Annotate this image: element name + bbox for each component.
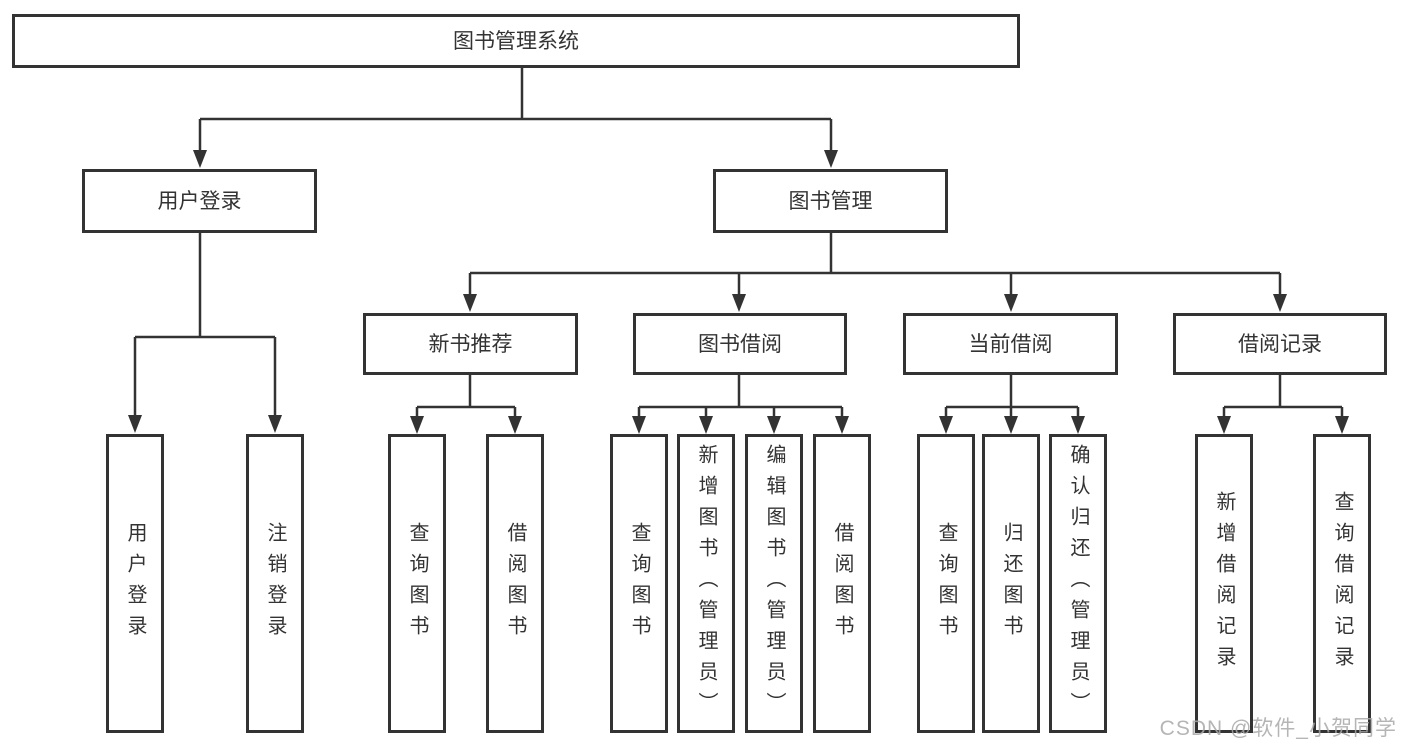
node-label: 查询图书: [935, 521, 957, 646]
node-label: 查询图书: [628, 521, 650, 646]
arrowhead: [1217, 416, 1231, 434]
node-label: 借阅图书: [504, 521, 526, 646]
node-label: 确认归还（管理员）: [1067, 444, 1089, 723]
node-label: 注销登录: [264, 521, 286, 646]
node-book-borrowing: 图书借阅: [633, 313, 847, 375]
node-leaf-query-books-1: 查询图书: [388, 434, 446, 733]
arrowhead: [767, 416, 781, 434]
arrowhead: [268, 415, 282, 433]
node-leaf-user-login: 用户登录: [106, 434, 164, 733]
node-current-borrowing: 当前借阅: [903, 313, 1118, 375]
node-label: 借阅图书: [831, 521, 853, 646]
node-label: 用户登录: [124, 521, 146, 646]
connector-new-book-recommend-to-leaves: [410, 375, 522, 434]
node-leaf-edit-books-admin: 编辑图书（管理员）: [745, 434, 803, 733]
connector-root-to-level2: [193, 68, 838, 168]
node-book-management-group: 图书管理: [713, 169, 948, 233]
arrowhead: [699, 416, 713, 434]
node-label: 查询图书: [406, 521, 428, 646]
connector-book-management-to-level3: [463, 233, 1287, 312]
node-leaf-add-borrow-record: 新增借阅记录: [1195, 434, 1253, 733]
arrowhead: [824, 150, 838, 168]
node-label: 图书管理: [788, 189, 873, 213]
arrowhead: [1071, 416, 1085, 434]
node-leaf-query-borrow-record: 查询借阅记录: [1313, 434, 1371, 733]
node-label: 图书借阅: [698, 332, 782, 356]
node-borrowing-records: 借阅记录: [1173, 313, 1387, 375]
arrowhead: [410, 416, 424, 434]
node-leaf-confirm-return-admin: 确认归还（管理员）: [1049, 434, 1107, 733]
node-leaf-query-books-2: 查询图书: [610, 434, 668, 733]
node-leaf-borrow-books-1: 借阅图书: [486, 434, 544, 733]
arrowhead: [463, 294, 477, 312]
node-leaf-return-books: 归还图书: [982, 434, 1040, 733]
node-label: 新增图书（管理员）: [695, 444, 717, 723]
node-label: 借阅记录: [1238, 332, 1322, 356]
node-label: 编辑图书（管理员）: [763, 444, 785, 723]
node-user-login-group: 用户登录: [82, 169, 317, 233]
node-label: 查询借阅记录: [1331, 490, 1353, 677]
node-new-book-recommend: 新书推荐: [363, 313, 578, 375]
node-library-management-system: 图书管理系统: [12, 14, 1020, 68]
arrowhead: [835, 416, 849, 434]
node-label: 用户登录: [157, 189, 242, 213]
csdn-watermark: CSDN @软件_小贺同学: [1159, 717, 1397, 740]
node-label: 图书管理系统: [453, 29, 579, 53]
node-leaf-logout: 注销登录: [246, 434, 304, 733]
arrowhead: [1335, 416, 1349, 434]
arrowhead: [1004, 416, 1018, 434]
node-leaf-add-books-admin: 新增图书（管理员）: [677, 434, 735, 733]
connector-current-borrowing-to-leaves: [939, 375, 1085, 434]
arrowhead: [193, 150, 207, 168]
arrowhead: [939, 416, 953, 434]
connector-user-login-to-leaves: [128, 233, 282, 433]
node-label: 归还图书: [1000, 521, 1022, 646]
arrowhead: [128, 415, 142, 433]
arrowhead: [632, 416, 646, 434]
node-leaf-borrow-books-2: 借阅图书: [813, 434, 871, 733]
node-label: 新书推荐: [428, 332, 513, 356]
arrowhead: [508, 416, 522, 434]
node-label: 当前借阅: [968, 332, 1053, 356]
node-label: 新增借阅记录: [1213, 490, 1235, 677]
connector-book-borrowing-to-leaves: [632, 375, 849, 434]
arrowhead: [1273, 294, 1287, 312]
arrowhead: [732, 294, 746, 312]
connector-borrowing-records-to-leaves: [1217, 375, 1349, 434]
node-leaf-query-books-3: 查询图书: [917, 434, 975, 733]
arrowhead: [1004, 294, 1018, 312]
